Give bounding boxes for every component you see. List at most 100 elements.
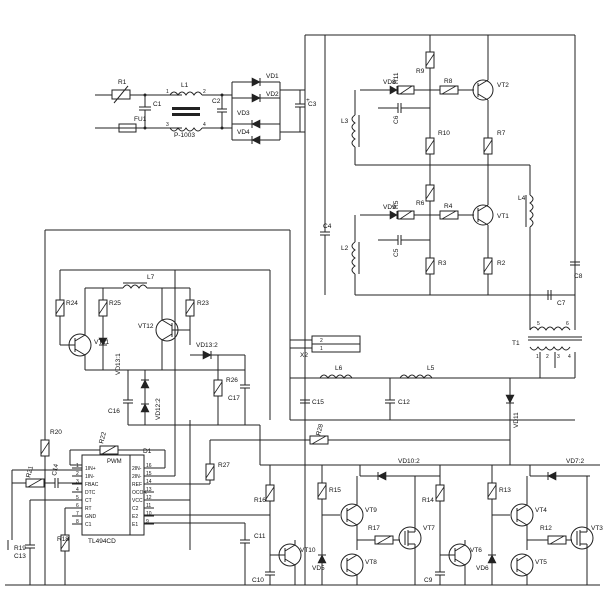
label-r21: R21	[25, 465, 35, 479]
label-c13: C13	[14, 553, 26, 560]
capacitor-c17: C17	[228, 355, 250, 425]
ic-pin-number: 2	[76, 471, 79, 477]
diode-vd13-2: VD13:2	[190, 342, 245, 360]
transistor-vt6: VT6	[440, 540, 482, 585]
capacitor-c12: C12	[385, 378, 410, 420]
label-r22: R22	[98, 431, 108, 445]
pin-t1-1: 1	[536, 354, 539, 360]
capacitor-c16: C16	[108, 370, 133, 425]
ic-pin-number: 5	[76, 495, 79, 501]
capacitor-c8: C8	[570, 35, 583, 280]
label-vd13-2: VD13:2	[196, 342, 218, 349]
label-vd5: VD5	[312, 565, 325, 572]
ic-pin-number: 13	[146, 487, 152, 493]
label-r27: R27	[218, 462, 230, 469]
label-r20: R20	[50, 429, 62, 436]
label-vd11: VD11	[513, 412, 520, 428]
resistor-r5: R5	[393, 200, 415, 220]
label-r6: R6	[416, 200, 425, 207]
resistor-r23: R23	[185, 288, 209, 345]
label-r17: R17	[368, 525, 380, 532]
capacitor-c9: C9	[424, 555, 445, 585]
label-vt12: VT12	[138, 323, 154, 330]
ic-pin-number: 3	[76, 479, 79, 485]
label-c11: C11	[254, 533, 266, 540]
label-r8: R8	[444, 78, 453, 85]
label-x2: X2	[300, 352, 308, 359]
resistor-r25: R25	[98, 288, 121, 330]
label-r12: R12	[540, 525, 552, 532]
capacitor-c2: C2	[212, 93, 227, 130]
resistor-r28: R28	[210, 423, 510, 445]
diode-vd12-2: VD12:2	[140, 370, 162, 425]
label-fu1: FU1	[134, 116, 147, 123]
mosfet-vt7: VT7	[398, 476, 435, 585]
pin-t1-3: 3	[557, 354, 560, 360]
pin-t1-2: 2	[546, 354, 549, 360]
label-c4: C4	[323, 223, 332, 230]
capacitor-c11: C11	[240, 523, 266, 585]
transistor-vt8: VT8	[340, 553, 377, 585]
transformer-t1: T1 5 6 1 2 3 4	[512, 320, 582, 378]
label-r23: R23	[197, 300, 209, 307]
label-r18: R18	[57, 536, 69, 543]
capacitor-c7: C7	[538, 290, 566, 307]
label-r7: R7	[497, 130, 506, 137]
ic-pin-number: 15	[146, 471, 152, 477]
resistor-r2: R2	[483, 255, 506, 295]
label-c1: C1	[153, 101, 162, 108]
label-vt3: VT3	[591, 525, 603, 532]
label-r1: R1	[118, 79, 127, 86]
resistor-r27: R27	[144, 440, 230, 485]
ic-pin-number: 16	[146, 463, 152, 469]
diode-vd11: VD11	[505, 378, 520, 465]
pin-t1-6: 6	[566, 321, 569, 327]
connector-x2: 2 1 X2	[289, 335, 361, 420]
ic-pin-label: E1	[132, 522, 138, 528]
transistor-vt12: VT12	[138, 288, 190, 370]
resistor-r21: R21	[11, 465, 55, 488]
capacitor-c3: C3 +	[295, 90, 317, 132]
output-filter: L6 L5 C15 C12 2 1 X2	[289, 335, 575, 465]
resistor-r10: R10	[425, 95, 450, 165]
label-l1: L1	[181, 82, 189, 89]
label-vd13-1: VD13:1	[115, 353, 122, 375]
label-d1: D1	[143, 448, 152, 455]
diode-vd9: VD9	[383, 204, 398, 220]
label-c16: C16	[108, 408, 120, 415]
ic-pin-number: 4	[76, 487, 79, 493]
label-r15: R15	[329, 487, 341, 494]
ic-pin-number: 12	[146, 495, 152, 501]
inductor-l3: L3	[341, 90, 360, 165]
resistor-r13: R13	[487, 465, 511, 515]
label-l7: L7	[147, 274, 155, 281]
label-c15: C15	[312, 399, 324, 406]
resistor-r12: R12	[527, 525, 572, 545]
label-l5: L5	[427, 365, 435, 372]
resistor-r26: R26	[213, 355, 238, 425]
svg-text:+: +	[306, 97, 310, 104]
pin-l1-1: 1	[166, 89, 169, 95]
label-vt9: VT9	[365, 507, 377, 514]
label-vd8: VD8	[383, 79, 396, 86]
pin-x2-2: 2	[320, 338, 323, 344]
label-vt7: VT7	[423, 525, 435, 532]
label-vd7-2: VD7:2	[566, 458, 584, 465]
resistor-r18: R18	[57, 507, 82, 585]
capacitor-c13: C13	[14, 499, 82, 585]
label-vt8: VT8	[365, 559, 377, 566]
resistor-r3: R3	[425, 215, 447, 295]
resistor-r22: R22	[70, 431, 165, 455]
transistor-vt10: VT10	[270, 540, 316, 585]
label-l4: L4	[518, 195, 526, 202]
pin-l1-2: 2	[203, 89, 206, 95]
label-l6: L6	[335, 365, 343, 372]
inductor-l5: L5	[399, 365, 435, 379]
label-vt1: VT1	[497, 213, 509, 220]
label-vd3: VD3	[237, 110, 250, 117]
ic-pin-label: VCC	[132, 498, 143, 504]
capacitor-c15: C15	[300, 378, 324, 420]
label-r16: R16	[254, 497, 266, 504]
resistor-r8: R8	[439, 78, 474, 95]
resistor-r7: R7	[483, 128, 506, 165]
